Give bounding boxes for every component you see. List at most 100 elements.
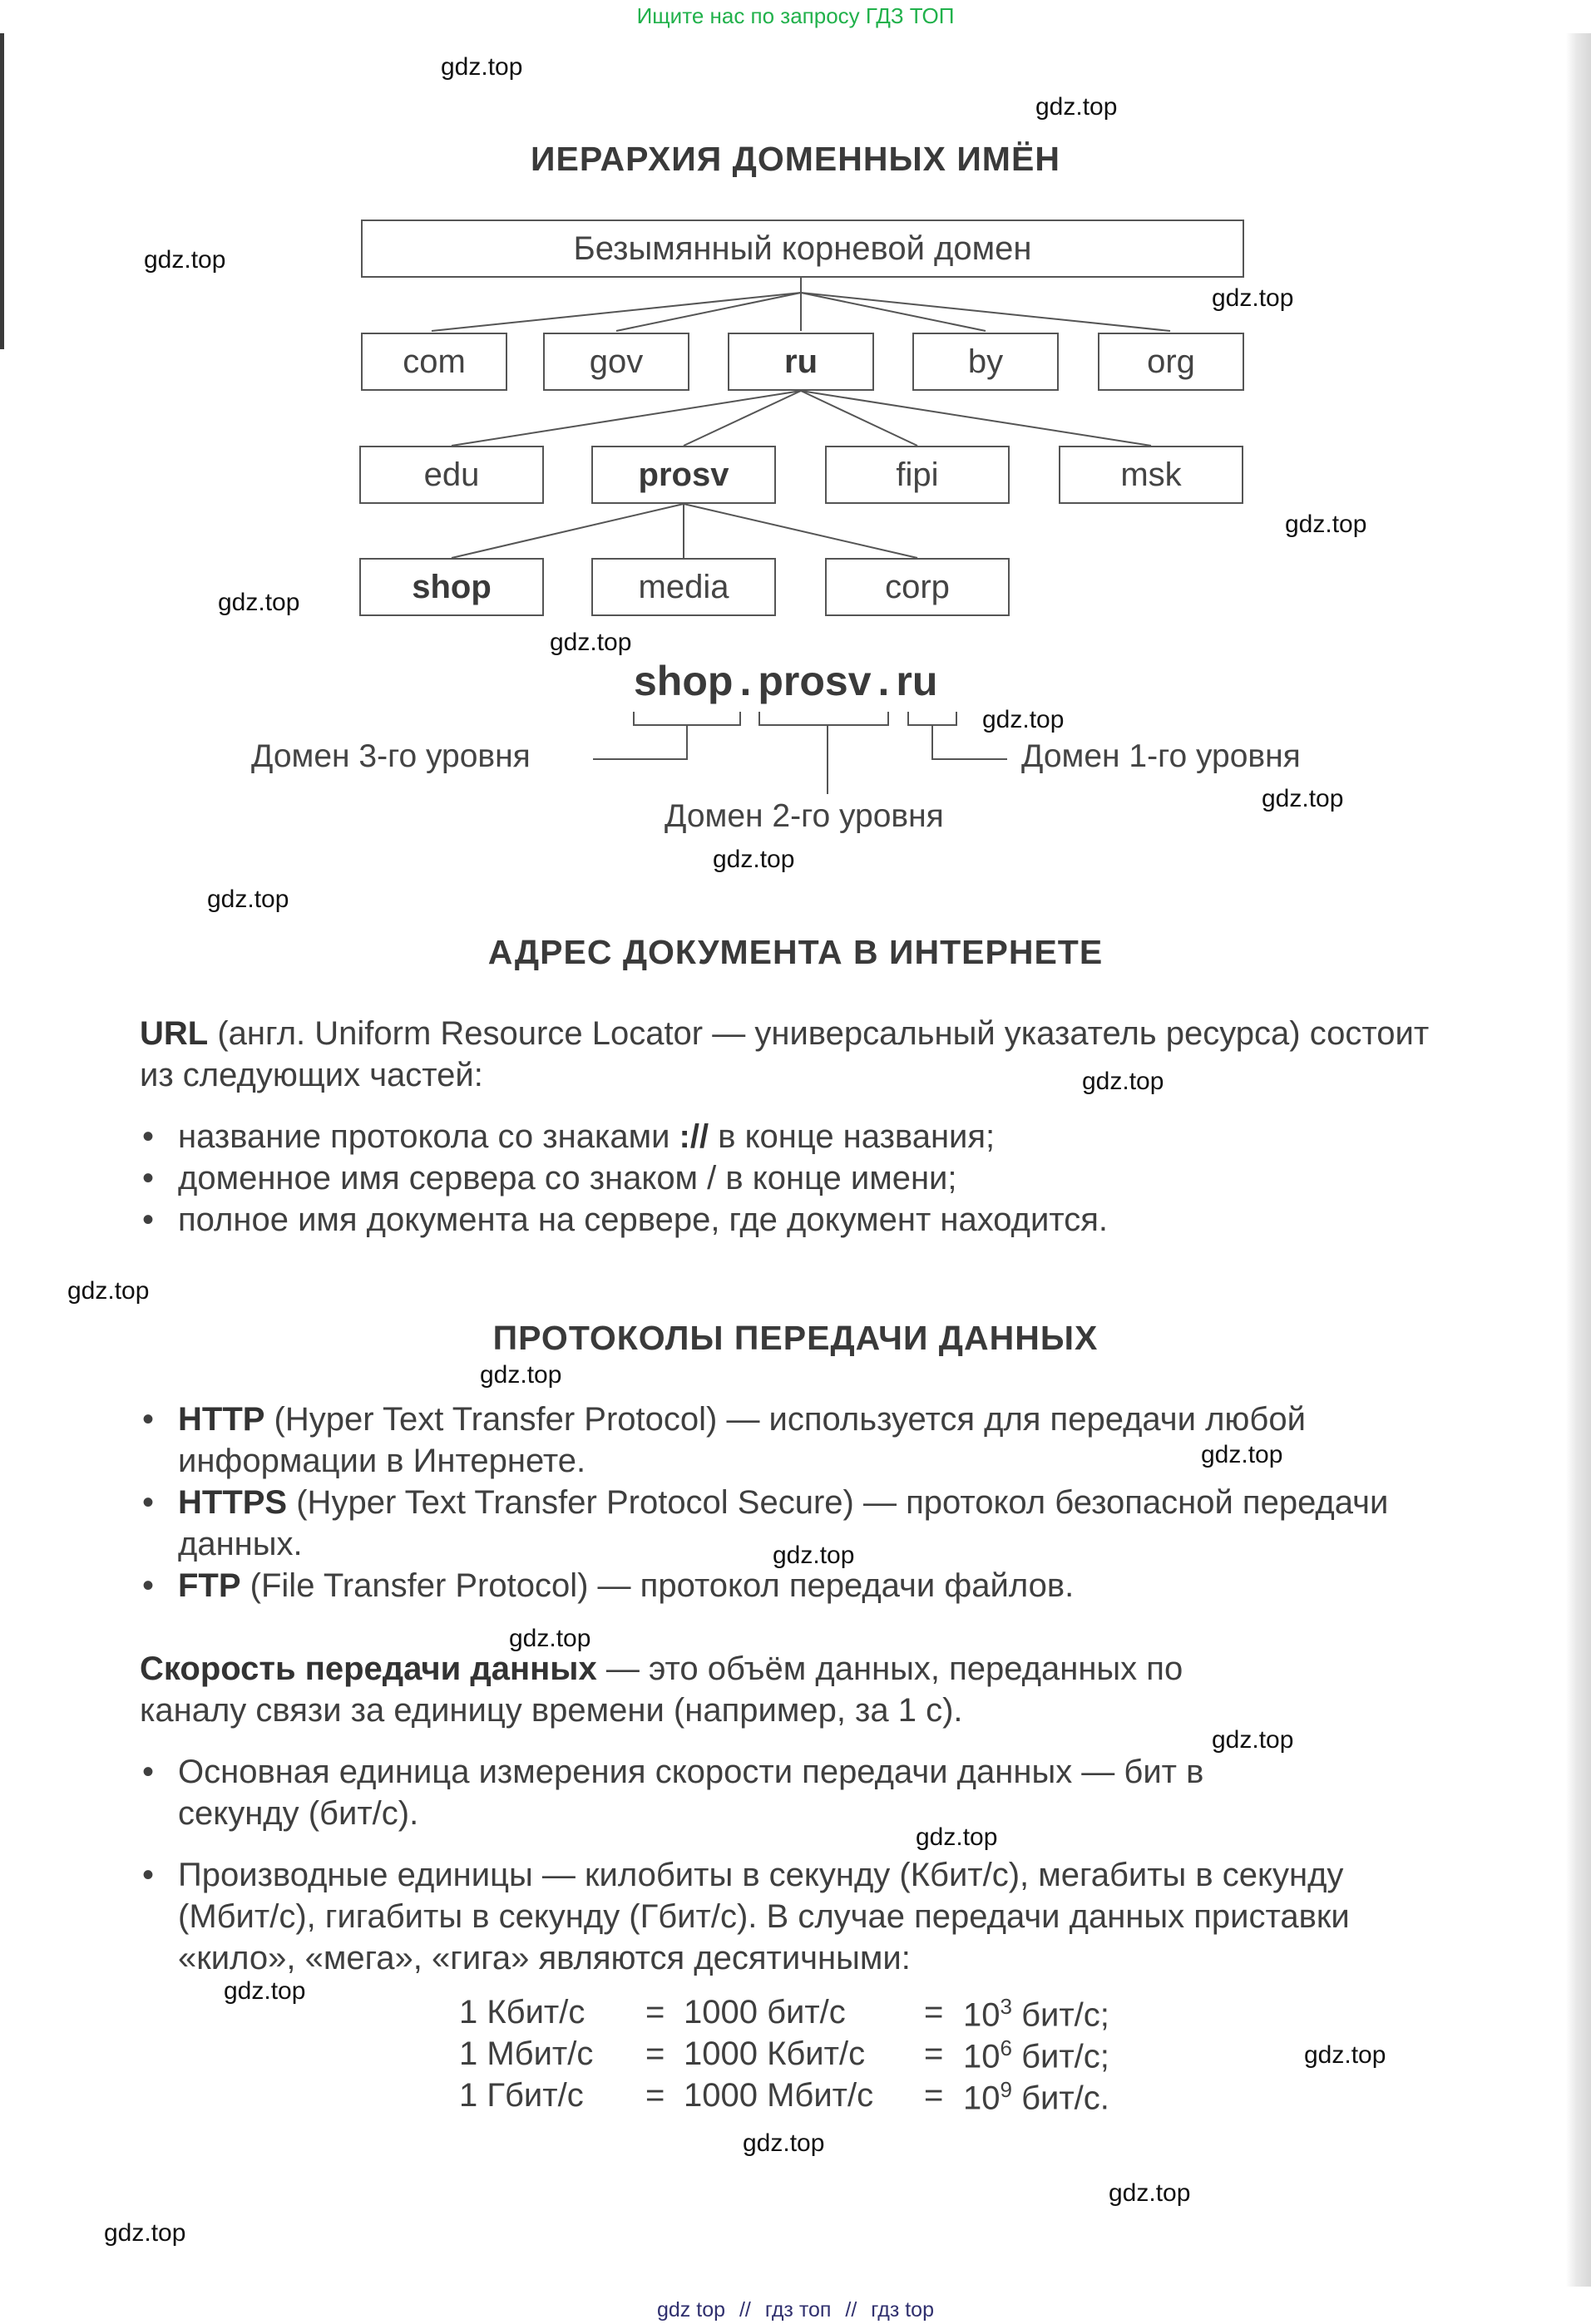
url-definition: URL (англ. Uniform Resource Locator — ун… (140, 1013, 1470, 1096)
url-definition-text: (англ. Uniform Resource Locator — универ… (140, 1015, 1430, 1093)
formula-middle: 1000 Мбит/с (684, 2077, 874, 2114)
formula-equals: = (645, 1994, 665, 2030)
speed-definition: Скорость передачи данных — это объём дан… (140, 1648, 1287, 1731)
footer-links: gdz top // гдз топ // гдз top (0, 2298, 1591, 2322)
formula-equals: = (645, 2035, 665, 2072)
watermark: gdz.top (713, 846, 795, 873)
formula-equals: = (924, 1994, 944, 2030)
watermark: gdz.top (1035, 93, 1118, 121)
domain-part-prosv: prosv (758, 658, 872, 704)
label-domain-level-1: Домен 1-го уровня (1021, 738, 1301, 774)
speed-term: Скорость передачи данных (140, 1650, 597, 1687)
speed-units-list: Основная единица измерения скорости пере… (140, 1751, 1321, 1834)
watermark: gdz.top (144, 246, 226, 274)
footer-separator: // (845, 2298, 857, 2322)
formula-base: 10 (963, 2038, 1001, 2075)
watermark: gdz.top (104, 2219, 186, 2247)
list-item: Производные единицы — килобиты в секунду… (140, 1854, 1387, 1979)
formula-exponent: 9 (1000, 2077, 1012, 2102)
tld-node-com: com (361, 333, 507, 391)
footer-separator: // (739, 2298, 751, 2322)
watermark: gdz.top (1304, 2041, 1386, 2069)
protocol-term: HTTPS (178, 1484, 288, 1521)
formula-row: 1 Кбит/с = 1000 бит/с = 103 бит/с; (0, 1994, 1591, 2035)
list-item: название протокола со знаками :// в конц… (140, 1116, 1487, 1157)
domain-dot: . (739, 658, 752, 704)
third-level-node-corp: corp (825, 558, 1010, 616)
list-item-strong: :// (679, 1118, 709, 1155)
domain-dot: . (877, 658, 890, 704)
protocols-title: ПРОТОКОЛЫ ПЕРЕДАЧИ ДАННЫХ (492, 1319, 1099, 1357)
watermark: gdz.top (550, 629, 632, 656)
formula-left: 1 Мбит/с (459, 2035, 594, 2072)
protocols-list: HTTP (Hyper Text Transfer Protocol) — ис… (140, 1399, 1470, 1606)
list-item-text: полное имя документа на сервере, где док… (178, 1201, 1108, 1238)
list-item-text: в конце названия; (709, 1118, 996, 1155)
address-title: АДРЕС ДОКУМЕНТА В ИНТЕРНЕТЕ (487, 933, 1104, 971)
list-item-text: доменное имя сервера со знаком / в конце… (178, 1160, 957, 1197)
formula-equals: = (645, 2077, 665, 2114)
formula-row: 1 Мбит/с = 1000 Кбит/с = 106 бит/с; (0, 2035, 1591, 2077)
footer-link[interactable]: гдз топ (764, 2298, 832, 2322)
formula-exponent: 6 (1000, 2035, 1012, 2060)
formula-middle: 1000 бит/с (684, 1994, 846, 2030)
protocol-description: (File Transfer Protocol) — протокол пере… (240, 1567, 1075, 1604)
label-domain-level-3: Домен 3-го уровня (251, 738, 531, 774)
page-scan-edge-left (0, 33, 4, 349)
second-level-node-prosv: prosv (591, 446, 776, 504)
formula-unit: бит/с; (1011, 1996, 1109, 2034)
watermark: gdz.top (1285, 511, 1367, 538)
formula-left: 1 Гбит/с (459, 2077, 584, 2114)
hierarchy-title: ИЕРАРХИЯ ДОМЕННЫХ ИМЁН (531, 140, 1060, 178)
list-item: HTTP (Hyper Text Transfer Protocol) — ис… (140, 1399, 1470, 1482)
formula-middle: 1000 Кбит/с (684, 2035, 866, 2072)
second-level-node-fipi: fipi (825, 446, 1010, 504)
protocol-description: (Hyper Text Transfer Protocol) — использ… (178, 1401, 1306, 1479)
watermark: gdz.top (67, 1277, 150, 1305)
watermark: gdz.top (207, 886, 289, 913)
formula-base: 10 (963, 1996, 1001, 2034)
footer-link[interactable]: гдз top (871, 2298, 934, 2322)
list-item-text: название протокола со знаками (178, 1118, 679, 1155)
protocol-term: FTP (178, 1567, 241, 1604)
list-item: полное имя документа на сервере, где док… (140, 1199, 1487, 1241)
list-item: FTP (File Transfer Protocol) — протокол … (140, 1565, 1470, 1606)
list-item: HTTPS (Hyper Text Transfer Protocol Secu… (140, 1482, 1470, 1565)
watermark: gdz.top (218, 589, 300, 616)
second-level-node-msk: msk (1059, 446, 1243, 504)
domain-example: shop.prosv.ru (634, 657, 937, 705)
watermark: gdz.top (441, 53, 523, 81)
watermark: gdz.top (224, 1977, 306, 2005)
protocol-description: (Hyper Text Transfer Protocol Secure) — … (178, 1484, 1389, 1562)
formula-unit: бит/с. (1011, 2080, 1109, 2117)
root-domain-node: Безымянный корневой домен (361, 220, 1244, 278)
formula-unit: бит/с; (1011, 2038, 1109, 2075)
list-item: Основная единица измерения скорости пере… (140, 1751, 1321, 1834)
second-level-node-edu: edu (359, 446, 544, 504)
watermark: gdz.top (1212, 1726, 1294, 1754)
formula-base: 10 (963, 2080, 1001, 2117)
watermark: gdz.top (982, 706, 1065, 733)
watermark: gdz.top (480, 1361, 562, 1389)
watermark: gdz.top (1212, 284, 1294, 312)
url-parts-list: название протокола со знаками :// в конц… (140, 1116, 1487, 1241)
watermark: gdz.top (1109, 2179, 1191, 2207)
watermark: gdz.top (509, 1625, 591, 1652)
top-banner[interactable]: Ищите нас по запросу ГДЗ ТОП (636, 3, 955, 28)
watermark: gdz.top (1262, 785, 1344, 812)
url-term: URL (140, 1015, 209, 1052)
third-level-node-shop: shop (359, 558, 544, 616)
page-scan-edge-right (1566, 33, 1591, 2287)
watermark: gdz.top (1082, 1068, 1164, 1095)
list-item-text: Основная единица измерения скорости пере… (178, 1754, 1204, 1832)
tld-node-org: org (1098, 333, 1244, 391)
formula-equals: = (924, 2077, 944, 2114)
list-item: доменное имя сервера со знаком / в конце… (140, 1157, 1487, 1199)
formula-exponent: 3 (1000, 1994, 1012, 2019)
footer-link[interactable]: gdz top (657, 2298, 726, 2322)
watermark: gdz.top (743, 2129, 825, 2157)
formula-row: 1 Гбит/с = 1000 Мбит/с = 109 бит/с. (0, 2077, 1591, 2119)
domain-part-shop: shop (634, 658, 734, 704)
tld-node-by: by (912, 333, 1059, 391)
tld-node-ru: ru (728, 333, 874, 391)
